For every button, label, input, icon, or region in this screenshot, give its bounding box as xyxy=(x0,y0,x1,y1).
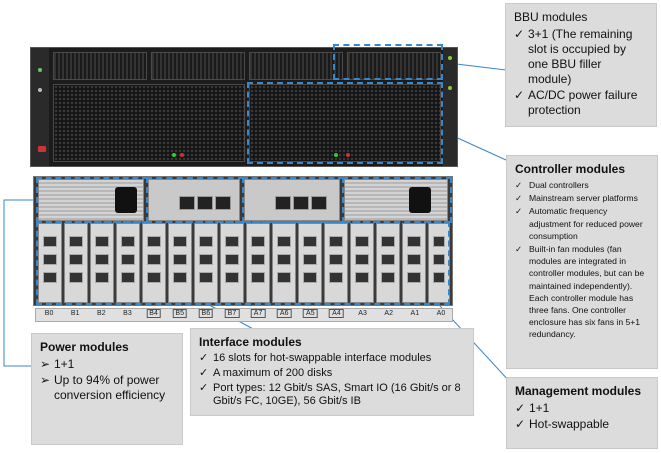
status-led xyxy=(448,86,452,90)
right-rail xyxy=(443,48,457,166)
ethernet-port-icon xyxy=(293,196,309,210)
power-title: Power modules xyxy=(40,340,129,354)
power-module xyxy=(38,179,144,221)
bbu-title: BBU modules xyxy=(514,10,588,24)
bbu-slot xyxy=(151,52,245,80)
slot-label: A4 xyxy=(329,309,344,318)
bbu-slot xyxy=(249,52,343,80)
power-socket-icon xyxy=(115,187,137,213)
interface-module xyxy=(402,223,426,303)
status-led xyxy=(180,153,184,157)
list-item: A maximum of 200 disks xyxy=(199,367,465,381)
interface-module xyxy=(324,223,348,303)
interface-module xyxy=(428,223,450,303)
slot-label: B2 xyxy=(97,310,106,317)
list-item: Dual controllers xyxy=(515,179,649,191)
interface-module xyxy=(298,223,322,303)
list-item: Hot-swappable xyxy=(515,417,649,432)
interface-title: Interface modules xyxy=(199,335,302,349)
interface-module xyxy=(142,223,166,303)
list-item: Port types: 12 Gbit/s SAS, Smart IO (16 … xyxy=(199,382,465,410)
interface-module xyxy=(376,223,400,303)
interface-module xyxy=(38,223,62,303)
ethernet-port-icon xyxy=(179,196,195,210)
list-item: 1+1 xyxy=(40,357,174,372)
slot-label: B4 xyxy=(146,309,161,318)
controller-title: Controller modules xyxy=(515,162,626,176)
slot-label: A7 xyxy=(250,309,266,318)
list-item: Mainstream server platforms xyxy=(515,192,649,204)
status-led xyxy=(38,68,42,72)
ethernet-port-icon xyxy=(197,196,213,210)
list-item: Built-in fan modules (fan modules are in… xyxy=(515,243,649,341)
interface-module xyxy=(90,223,114,303)
management-title: Management modules xyxy=(515,384,642,398)
ethernet-port-icon xyxy=(311,196,327,210)
enclosure-rear xyxy=(33,176,453,306)
management-callout: Management modules 1+1 Hot-swappable xyxy=(506,377,658,449)
interface-module xyxy=(194,223,218,303)
ethernet-port-icon xyxy=(215,196,231,210)
power-socket-icon xyxy=(409,187,431,213)
management-list: 1+1 Hot-swappable xyxy=(515,401,649,432)
interface-module xyxy=(246,223,270,303)
controller-list: Dual controllers Mainstream server platf… xyxy=(515,179,649,341)
controller-front xyxy=(249,84,441,162)
list-item: AC/DC power failure protection xyxy=(514,88,648,118)
interface-list: 16 slots for hot-swappable interface mod… xyxy=(199,352,465,409)
slot-label: B5 xyxy=(172,309,187,318)
status-led xyxy=(346,153,350,157)
slot-label: A5 xyxy=(303,309,318,318)
interface-module xyxy=(220,223,244,303)
power-callout: Power modules 1+1 Up to 94% of power con… xyxy=(31,333,183,445)
slot-label: A2 xyxy=(384,310,393,317)
bbu-callout: BBU modules 3+1 (The remaining slot is o… xyxy=(505,3,657,127)
ethernet-port-icon xyxy=(275,196,291,210)
status-led xyxy=(38,88,42,92)
power-list: 1+1 Up to 94% of power conversion effici… xyxy=(40,357,174,403)
list-item: Up to 94% of power conversion efficiency xyxy=(40,373,174,403)
power-leader xyxy=(3,199,40,367)
management-module xyxy=(148,179,240,221)
controller-callout: Controller modules Dual controllers Main… xyxy=(506,155,658,369)
slot-label: B1 xyxy=(70,310,80,317)
power-module xyxy=(344,179,448,221)
slot-label: B3 xyxy=(123,310,132,317)
list-item: 16 slots for hot-swappable interface mod… xyxy=(199,352,465,366)
bbu-list: 3+1 (The remaining slot is occupied by o… xyxy=(514,27,648,118)
slot-label: B0 xyxy=(44,310,54,317)
list-item: Automatic frequency adjustment for reduc… xyxy=(515,205,649,242)
slot-label: A6 xyxy=(276,309,292,318)
management-module xyxy=(244,179,340,221)
slot-label: B6 xyxy=(198,309,214,318)
slot-label-strip: B0 B1 B2 B3 B4 B5 B6 B7 A7 A6 A5 A4 A3 A2 A1 A0 xyxy=(35,308,453,322)
list-item: 1+1 xyxy=(515,401,649,416)
slot-label: A1 xyxy=(410,310,420,317)
slot-label: A3 xyxy=(358,310,367,317)
controller-front xyxy=(53,84,245,162)
slot-label: B7 xyxy=(224,309,240,318)
interface-module xyxy=(168,223,192,303)
interface-module xyxy=(64,223,88,303)
bbu-slot xyxy=(347,52,441,80)
list-item: 3+1 (The remaining slot is occupied by o… xyxy=(514,27,648,87)
interface-callout: Interface modules 16 slots for hot-swapp… xyxy=(190,328,474,416)
enclosure-front xyxy=(30,44,458,167)
interface-module xyxy=(272,223,296,303)
slot-label: A0 xyxy=(436,310,446,317)
status-led xyxy=(334,153,338,157)
huawei-logo-icon xyxy=(38,146,46,152)
interface-module xyxy=(350,223,374,303)
bbu-slot xyxy=(53,52,147,80)
left-rail xyxy=(31,48,49,166)
interface-module xyxy=(116,223,140,303)
status-led xyxy=(172,153,176,157)
status-led xyxy=(448,56,452,60)
